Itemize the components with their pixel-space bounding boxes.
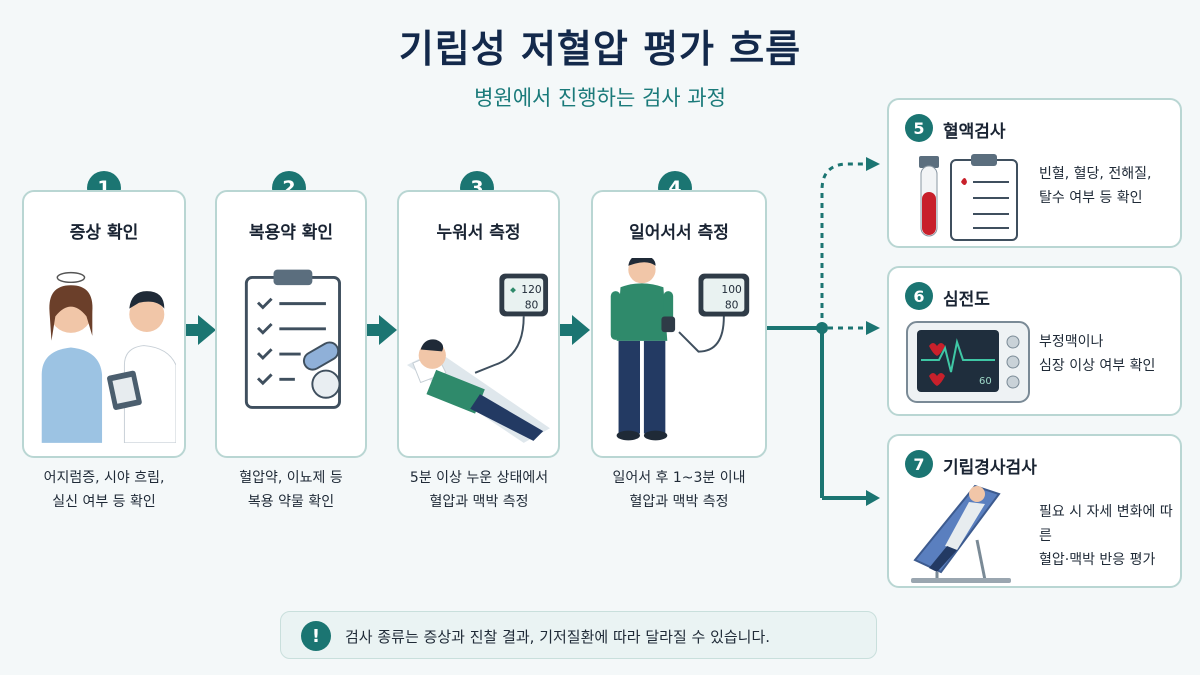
supine-bp-top: 120 — [521, 283, 542, 296]
step-2-card: 복용약 확인 — [215, 190, 367, 458]
step-1-card: 증상 확인 — [22, 190, 186, 458]
supine-bp-bottom: 80 — [525, 299, 539, 312]
test-5-desc: 빈혈, 혈당, 전해질,탈수 여부 등 확인 — [1039, 166, 1152, 206]
test-5-card: 5 혈액검사 빈혈, 혈당, 전해질,탈수 여부 등 확인 — [887, 98, 1182, 248]
step-2-title: 복용약 확인 — [248, 223, 334, 243]
standing-bp-top: 100 — [721, 283, 742, 296]
page-title: 기립성 저혈압 평가 흐름 — [398, 27, 802, 71]
blood-tube-clipboard-icon — [919, 154, 1018, 241]
ecg-monitor-icon: 60 — [906, 321, 1030, 403]
notice-banner: ! 검사 종류는 증상과 진찰 결과, 기저질환에 따라 달라질 수 있습니다. — [280, 611, 877, 659]
page-subtitle: 병원에서 진행하는 검사 과정 — [474, 86, 726, 110]
supine-measurement-illustration: 120 80 — [407, 273, 550, 443]
flow-arrow-1 — [198, 315, 216, 345]
test-6-title: 심전도 — [943, 290, 990, 310]
notice-text: 검사 종류는 증상과 진찰 결과, 기저질환에 따라 달라질 수 있습니다. — [345, 628, 771, 646]
test-6-number: 6 — [905, 282, 933, 310]
standing-bp-bottom: 80 — [725, 299, 739, 312]
test-7-number: 7 — [905, 450, 933, 478]
flow-arrow-3-shaft — [560, 324, 574, 336]
test-7-title: 기립경사검사 — [943, 458, 1037, 478]
flow-arrow-2-shaft — [367, 324, 381, 336]
step-4-card: 일어서서 측정 100 80 — [591, 190, 767, 458]
step-3-title: 누워서 측정 — [436, 223, 521, 243]
flow-arrow-3 — [572, 315, 590, 345]
test-5-title: 혈액검사 — [943, 122, 1006, 142]
standing-measurement-illustration: 100 80 — [610, 258, 750, 441]
step-1-title: 증상 확인 — [69, 223, 139, 243]
test-5-number: 5 — [905, 114, 933, 142]
patient-doctor-illustration — [41, 271, 176, 443]
step-3-card: 누워서 측정 120 80 — [397, 190, 560, 458]
step-4-title: 일어서서 측정 — [629, 223, 729, 243]
step-1-desc: 어지럼증, 시야 흐림,실신 여부 등 확인 — [43, 470, 165, 510]
tilt-table-icon — [911, 484, 1011, 583]
ecg-readout: 60 — [979, 376, 992, 387]
flow-arrow-2 — [379, 315, 397, 345]
clipboard-pills-icon — [244, 269, 341, 409]
alert-icon: ! — [301, 621, 331, 651]
flow-arrow-1-shaft — [186, 324, 200, 336]
